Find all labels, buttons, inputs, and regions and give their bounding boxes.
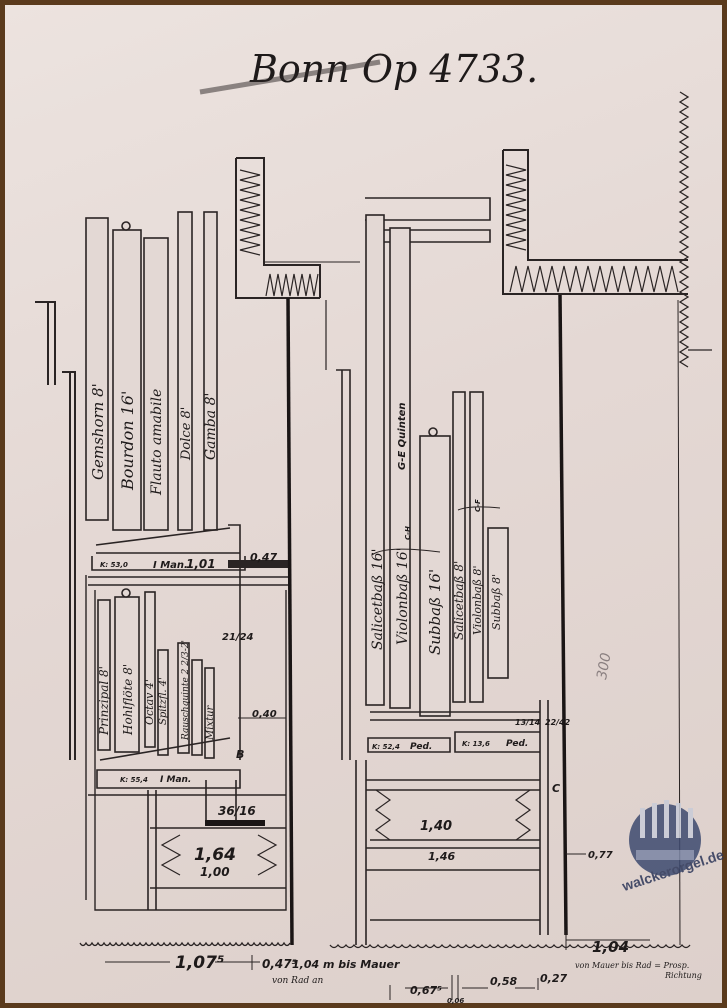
dim-0-06: 0,06 bbox=[447, 997, 464, 1005]
label-salicetbass-8: Salicetbaß 8' bbox=[452, 561, 466, 640]
lower-chest-fraction: 21/24 bbox=[222, 632, 254, 643]
dim-1-04-right: 1,04 bbox=[592, 938, 629, 956]
label-mixtur: Mixtur bbox=[205, 704, 216, 741]
note-quinten: G-E Quinten bbox=[397, 402, 408, 470]
label-salicetbass-16: Salicetbaß 16' bbox=[370, 549, 386, 650]
dim-0-67: 0,67⁵ bbox=[410, 984, 442, 997]
pedal-pipes: Salicetbaß 16' Violonbaß 16' Subbaß 16' … bbox=[336, 197, 509, 760]
dim-1-07: 1,07⁵ bbox=[175, 953, 224, 973]
label-spitzfloete: Spitzfl. 4' bbox=[158, 677, 169, 725]
pedal-offset: 0,77 bbox=[588, 850, 613, 861]
upper-chest-label: I Man. bbox=[153, 560, 188, 571]
label-bourdon: Bourdon 16' bbox=[118, 391, 137, 491]
pipe-dolce bbox=[177, 211, 193, 531]
bottom-dimensions: 1,07⁵ 0,47⁵ 1,04 m bis Mauer von Rad an … bbox=[105, 930, 702, 1005]
label-hohlfloete: Hohlflöte 8' bbox=[121, 664, 135, 736]
dim-0-58: 0,58 bbox=[490, 975, 517, 988]
pipe-flauto bbox=[143, 237, 169, 531]
pencil-note: 300 bbox=[594, 652, 614, 681]
label-violonbass-8: Violonbaß 8' bbox=[471, 565, 484, 635]
label-gemshorn: Gemshorn 8' bbox=[89, 383, 107, 480]
pedal-frac-2: 22/42 bbox=[545, 718, 571, 727]
upper-chest-width: 1,01 bbox=[186, 557, 216, 571]
upper-manual-pipes: Gemshorn 8' Bourdon 16' Flauto amabile D… bbox=[85, 211, 219, 531]
lower-chest-label: I Man. bbox=[160, 775, 191, 785]
floor-line bbox=[79, 941, 691, 949]
label-violonbass-16: Violonbaß 16' bbox=[395, 548, 411, 645]
label-subbass-16: Subbaß 16' bbox=[426, 569, 444, 655]
pedal-frac-1: 13/14 bbox=[515, 718, 541, 727]
upper-chest: K: 53,0 I Man. 1,01 0,47 bbox=[88, 524, 290, 760]
label-dolce: Dolce 8' bbox=[179, 407, 194, 461]
dim-0-47: 0,47⁵ bbox=[262, 957, 297, 971]
dim-note-richtung: Richtung bbox=[664, 971, 702, 980]
pedal-chest-label-2: Ped. bbox=[506, 739, 528, 749]
lower-manual-pipes: Prinzipal 8' Hohlflöte 8' Octav 4' Spitz… bbox=[85, 575, 287, 911]
note-cf: C-F bbox=[474, 499, 482, 512]
pipe-bourdon bbox=[112, 229, 142, 531]
left-frame-lines bbox=[35, 301, 76, 760]
note-ceh: C-H bbox=[404, 526, 412, 540]
lower-chest-small: K: 55,4 bbox=[120, 776, 148, 784]
dim-note-prospekt: von Mauer bis Rad = Prosp. bbox=[575, 961, 689, 970]
label-flauto: Flauto amabile bbox=[149, 389, 165, 496]
walckerorgel-watermark: walckerorgel.de bbox=[619, 800, 726, 894]
upper-chest-note: 0,47 bbox=[250, 551, 277, 564]
upper-windtrunk bbox=[228, 560, 290, 568]
pipe-gamba bbox=[203, 211, 218, 531]
pedal-chest-small-2: K: 13,6 bbox=[462, 740, 490, 748]
marker-c: C bbox=[552, 782, 560, 795]
lower-chest: K: 55,4 I Man. 21/24 0,40 B 36/16 1,64 1… bbox=[88, 632, 286, 910]
pedal-bellows-outer: 1,46 bbox=[428, 850, 455, 863]
pedal-bellows-inner: 1,40 bbox=[420, 819, 452, 834]
upper-chest-small: K: 53,0 bbox=[100, 561, 128, 569]
marker-b: B bbox=[236, 748, 244, 761]
pedal-chest: K: 52,4 Ped. K: 13,6 Ped. 13/14 22/42 C … bbox=[355, 700, 613, 945]
label-gamba: Gamba 8' bbox=[203, 393, 219, 460]
drawing-title: Bonn Op 4733. bbox=[249, 47, 538, 91]
bellows-outer-dim: 1,64 bbox=[194, 845, 236, 865]
windtrunk-size: 36/16 bbox=[218, 804, 256, 818]
pencil-stroke bbox=[199, 59, 381, 95]
upper-middle-reservoir bbox=[235, 157, 360, 946]
pedal-chest-label-1: Ped. bbox=[410, 742, 432, 752]
dim-1-04-bis-mauer: 1,04 m bis Mauer bbox=[292, 958, 400, 971]
label-subbass-8: Subbaß 8' bbox=[490, 574, 503, 630]
bellows-inner-dim: 1,00 bbox=[200, 865, 230, 879]
dim-0-27: 0,27 bbox=[540, 972, 567, 985]
dim-von-rad-an: von Rad an bbox=[272, 976, 323, 986]
lower-chest-width: 0,40 bbox=[252, 709, 277, 720]
label-octav: Octav 4' bbox=[143, 679, 156, 725]
label-rauschquinte: Rauschquinte 2 2/3-2' bbox=[181, 640, 191, 741]
pedal-chest-small-1: K: 52,4 bbox=[372, 743, 400, 751]
label-prinzipal: Prinzipal 8' bbox=[97, 666, 111, 736]
pipe-gemshorn bbox=[85, 217, 109, 521]
